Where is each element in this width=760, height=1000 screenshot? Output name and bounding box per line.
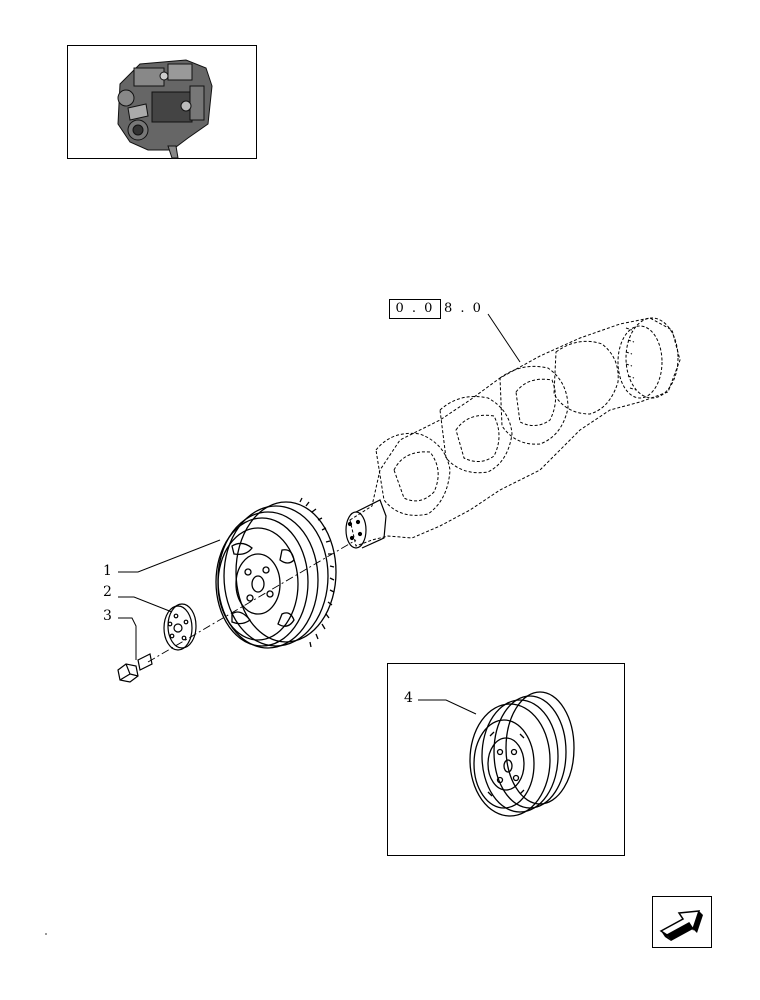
reference-boxed-code[interactable]: 0 . 0 [389,299,441,319]
engine-thumbnail [67,45,257,159]
next-page-arrow-icon [659,910,703,941]
alternate-pulley [469,691,575,817]
reference-code-suffix: 8 . 0 [444,301,483,316]
callout-leaders [118,313,521,715]
pulley-damper [215,497,337,649]
crankshaft-nose [345,499,387,549]
callout-1: 1 [103,563,112,579]
callout-3: 3 [103,608,112,624]
next-page-button[interactable] [652,896,712,948]
engine-thumbnail-icon [117,59,213,159]
callout-4: 4 [404,690,413,706]
crankshaft-outline [349,317,681,547]
callout-2: 2 [103,584,112,600]
alternate-part-inset [387,663,625,856]
washer-plate [163,603,197,651]
stray-mark [45,933,47,935]
hex-bolt [117,653,153,683]
